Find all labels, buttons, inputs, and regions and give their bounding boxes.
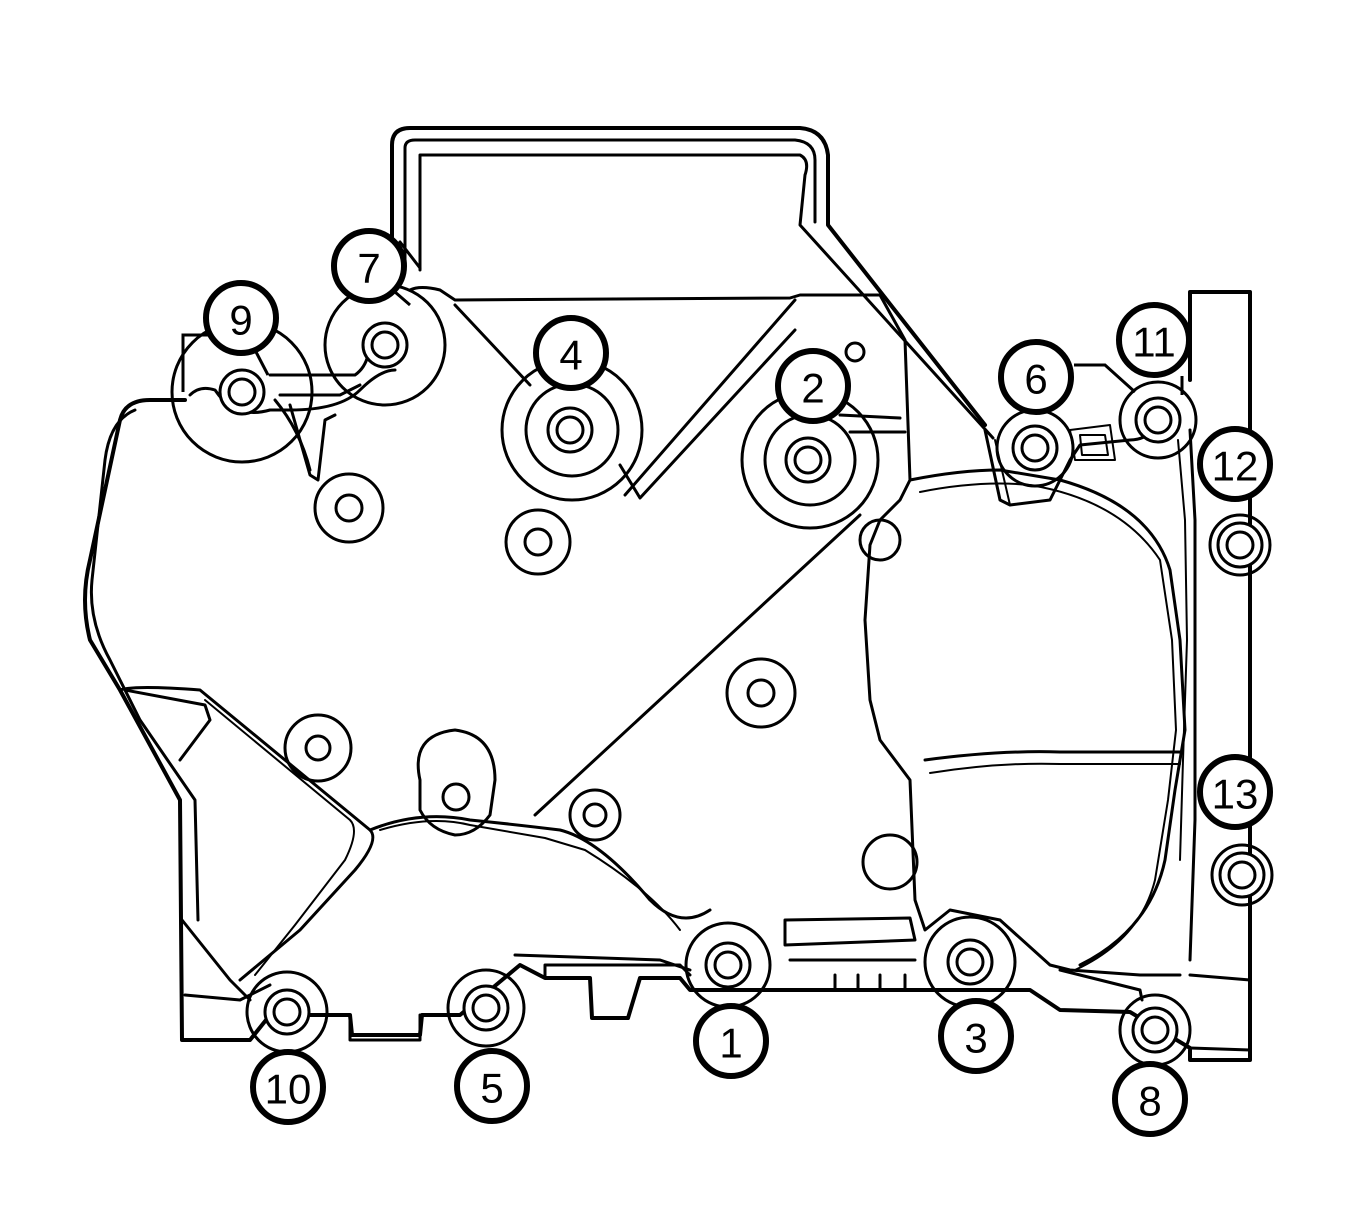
callout-1: 1: [693, 1003, 769, 1079]
callout-9: 9: [203, 280, 279, 356]
callout-2: 2: [775, 348, 851, 424]
callout-1-label: 1: [719, 1020, 742, 1067]
callout-10-label: 10: [265, 1066, 312, 1113]
callout-13: 13: [1197, 754, 1273, 830]
callout-2-label: 2: [801, 365, 824, 412]
callout-11-label: 11: [1132, 319, 1176, 366]
bolt-13: [1210, 843, 1274, 907]
callout-7: 7: [331, 228, 407, 304]
callout-5-label: 5: [480, 1065, 503, 1112]
callout-12: 12: [1197, 426, 1273, 502]
bolt-8: [1118, 993, 1192, 1067]
callout-6: 6: [998, 339, 1074, 415]
bolt-11: [1118, 380, 1198, 460]
bolt-3: [923, 915, 1017, 1009]
callouts: 1 2 3 4 5 6 7 8: [203, 228, 1273, 1137]
bolt-9: [170, 320, 314, 464]
bolt-12: [1208, 513, 1272, 577]
callout-13-label: 13: [1212, 771, 1259, 818]
callout-4: 4: [533, 315, 609, 391]
bolt-4: [546, 406, 594, 454]
bolt-2: [784, 436, 832, 484]
callout-12-label: 12: [1212, 443, 1259, 490]
callout-9-label: 9: [229, 297, 252, 344]
bolt-7: [323, 283, 447, 407]
leader-lines: [181, 290, 1184, 395]
callout-4-label: 4: [559, 332, 582, 379]
bolt-1: [684, 921, 772, 1009]
callout-10: 10: [250, 1049, 326, 1125]
bolt-5: [446, 968, 526, 1048]
bolt-10: [245, 970, 329, 1054]
bolts: [170, 283, 1274, 1067]
callout-6-label: 6: [1024, 356, 1047, 403]
callout-11: 11: [1116, 302, 1192, 378]
callout-3: 3: [938, 998, 1014, 1074]
boss-circles: [283, 341, 919, 891]
callout-8: 8: [1112, 1061, 1188, 1137]
callout-8-label: 8: [1138, 1078, 1161, 1125]
callout-3-label: 3: [964, 1015, 987, 1062]
callout-7-label: 7: [357, 245, 380, 292]
callout-5: 5: [454, 1048, 530, 1124]
oil-pan-outline: [83, 126, 1252, 1062]
